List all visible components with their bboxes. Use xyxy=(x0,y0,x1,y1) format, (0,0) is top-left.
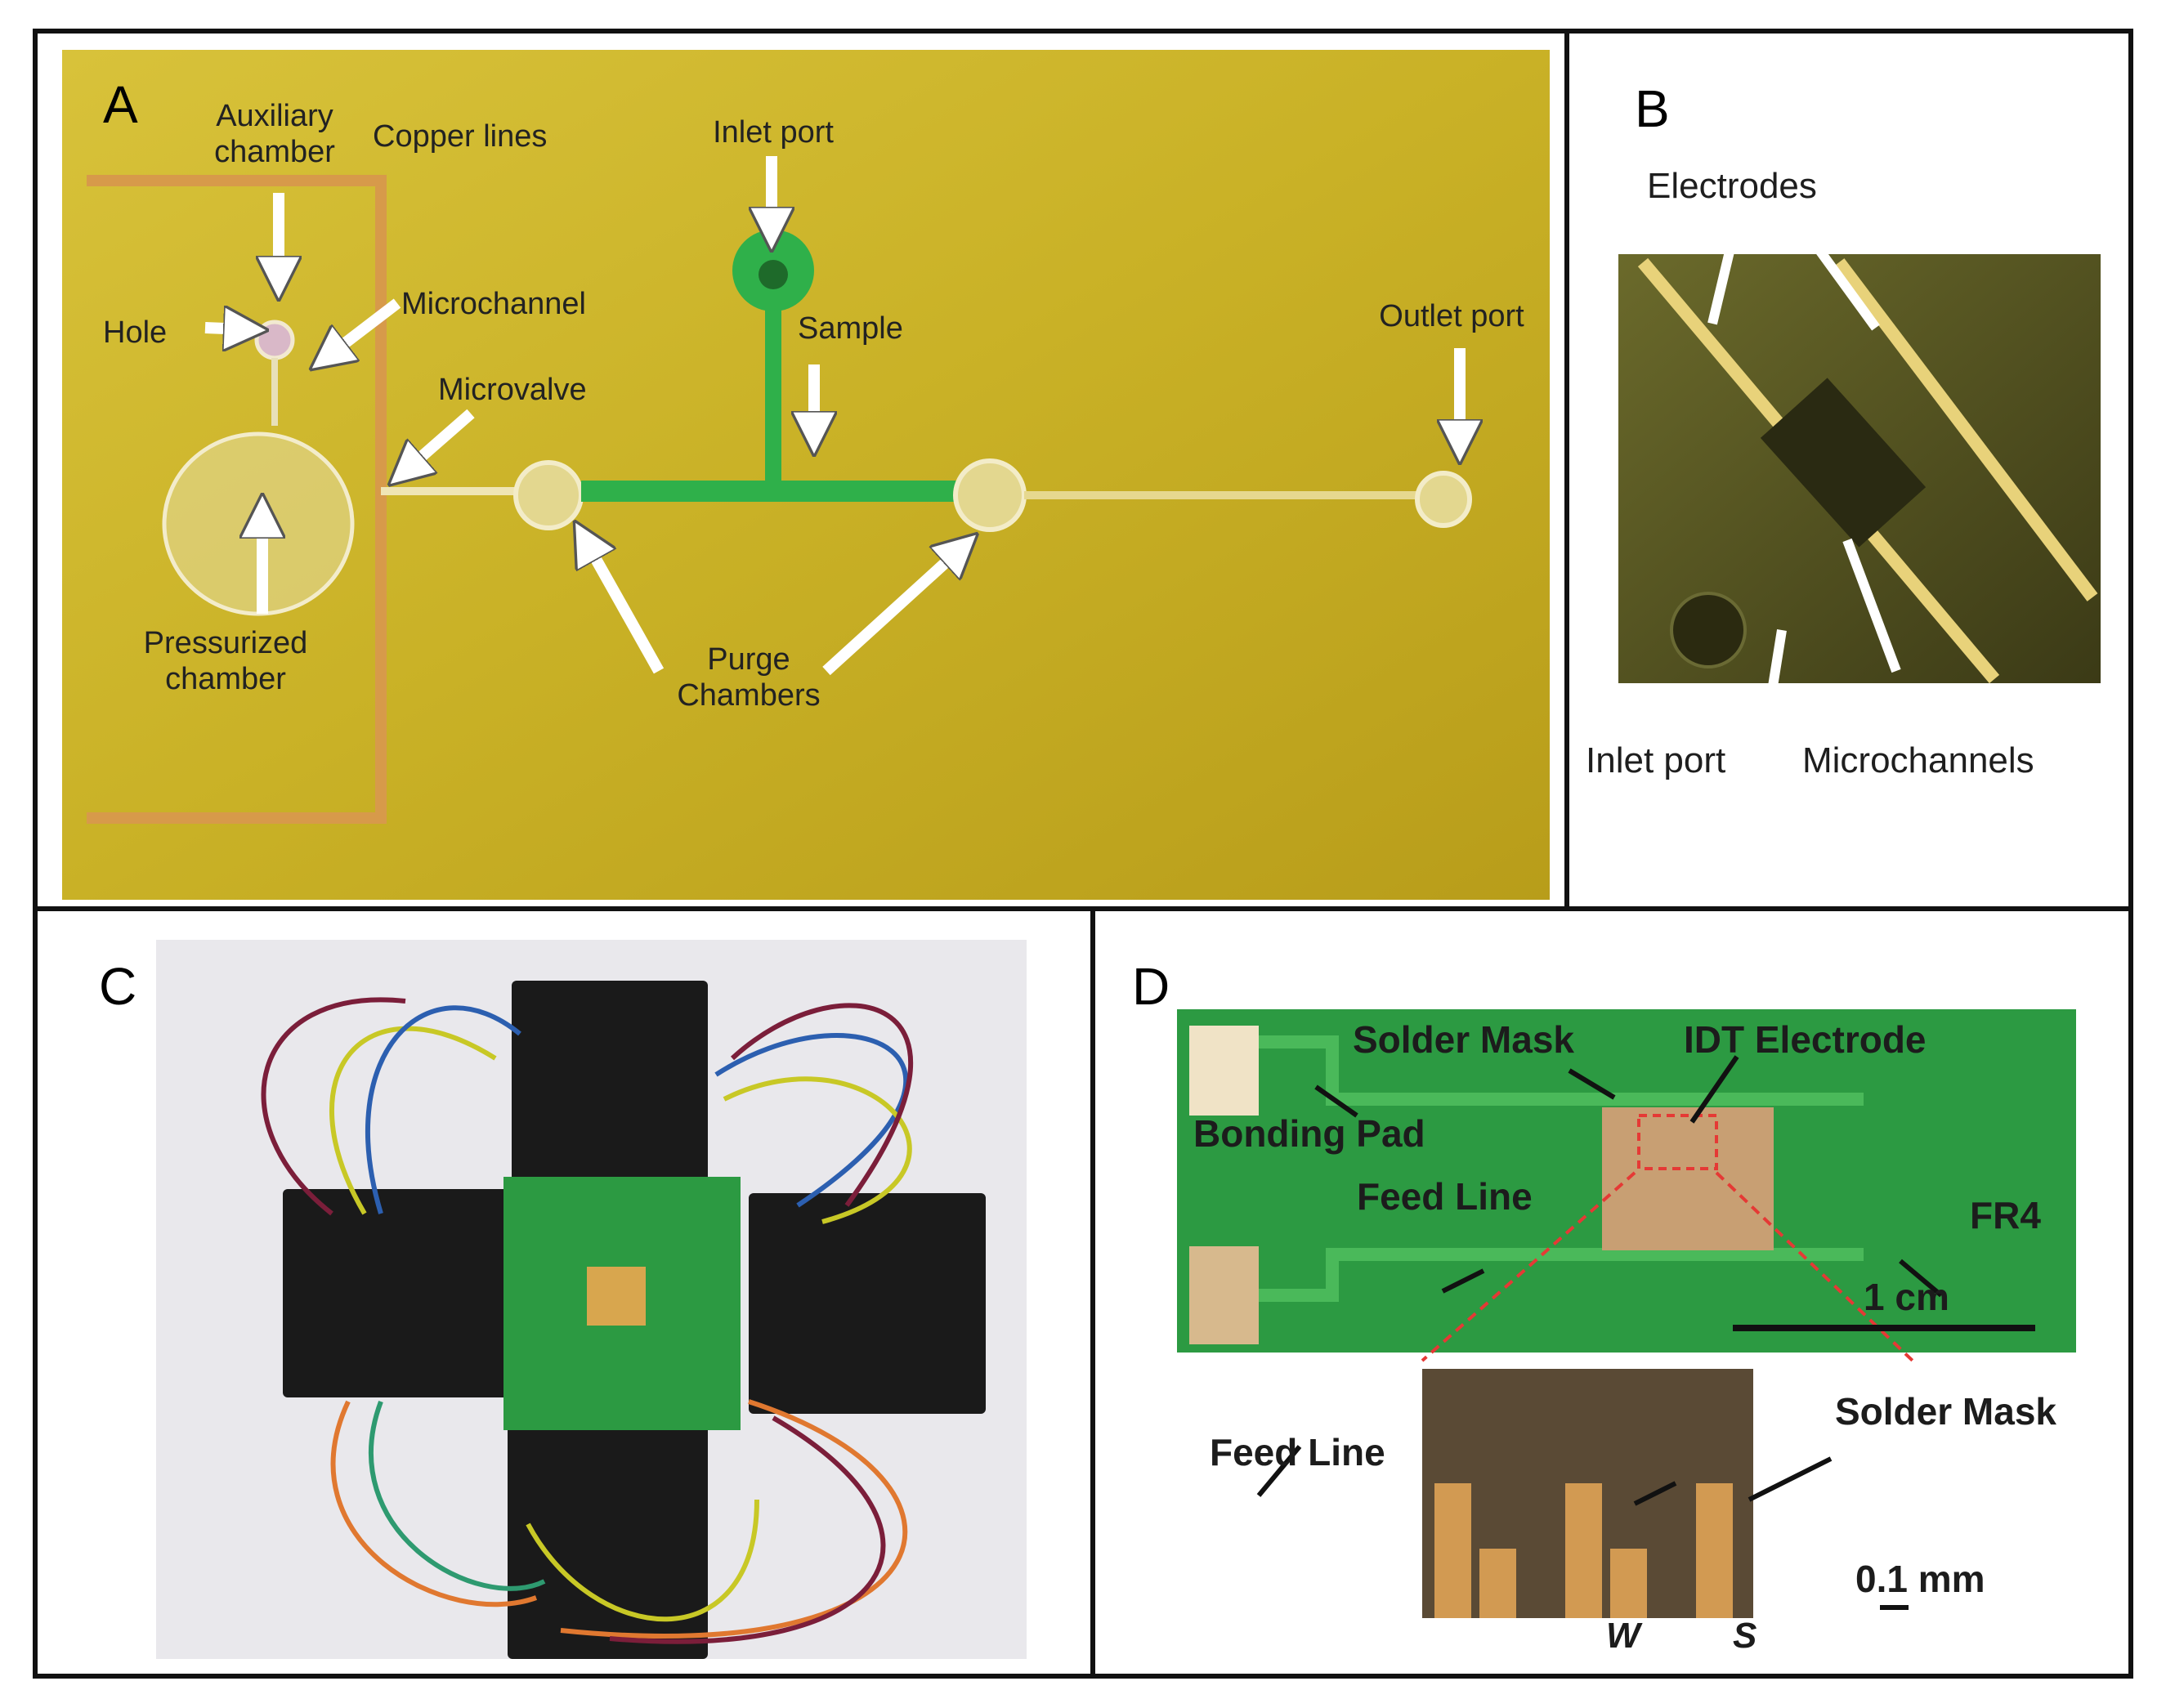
label-hole: Hole xyxy=(103,315,168,350)
panel-letter-b: B xyxy=(1635,79,1670,138)
jumper-wires xyxy=(261,997,914,1644)
zoom-box xyxy=(1637,1114,1718,1170)
inlet-port-well xyxy=(1670,592,1747,668)
idt-electrode xyxy=(1602,1107,1774,1250)
label-scale-1cm: 1 cm xyxy=(1864,1276,1949,1318)
purge-chamber-right xyxy=(953,458,1027,532)
label-inlet-port-b: Inlet port xyxy=(1586,740,1726,780)
label-sample: Sample xyxy=(798,311,903,346)
label-microchannels: Microchannels xyxy=(1802,740,2034,780)
panel-letter-c: C xyxy=(99,957,137,1016)
zoom-line-left xyxy=(1421,1171,1636,1362)
feed-line-top xyxy=(1259,1035,1864,1106)
purge-chamber-left xyxy=(513,460,584,530)
label-solder-mask-top: Solder Mask xyxy=(1353,1018,1574,1061)
zoom-line-right xyxy=(1715,1171,1914,1362)
board-left xyxy=(283,1189,536,1397)
label-copper-lines: Copper lines xyxy=(373,119,548,154)
label-idt-electrode: IDT Electrode xyxy=(1684,1018,1927,1061)
inlet-port-hole xyxy=(759,260,788,289)
label-feed-line-top: Feed Line xyxy=(1357,1175,1533,1218)
label-electrodes: Electrodes xyxy=(1647,166,1817,206)
label-fr4: FR4 xyxy=(1970,1194,2041,1236)
label-microvalve: Microvalve xyxy=(438,373,587,407)
bonding-pad-top xyxy=(1189,1026,1259,1116)
label-pressurized-chamber: Pressurized chamber xyxy=(143,626,308,696)
annotation-arrows-b xyxy=(1707,235,1901,733)
label-scale-01mm: 0.1 mm xyxy=(1855,1558,1985,1600)
label-solder-mask-bottom: Solder Mask xyxy=(1835,1390,2056,1433)
panel-c-photo xyxy=(156,940,1027,1659)
panel-a-photo xyxy=(62,50,1550,900)
panel-d: D Solder Mask IDT Electrode Bonding Pad … xyxy=(1090,906,2133,1679)
label-auxiliary-chamber: Auxiliary chamber xyxy=(214,99,335,169)
panel-a: A Auxiliary chamber Copper lines Inlet p… xyxy=(33,29,1569,911)
microchannel-array xyxy=(1760,378,1927,548)
label-bonding-pad: Bonding Pad xyxy=(1193,1112,1425,1155)
board-bottom xyxy=(508,1414,708,1659)
bonding-pad-bottom xyxy=(1189,1246,1259,1344)
annotation-arrows-d xyxy=(1256,1055,1943,1506)
label-inlet-port: Inlet port xyxy=(713,115,834,150)
label-outlet-port: Outlet port xyxy=(1379,299,1524,333)
outlet-port-disc xyxy=(1415,471,1472,528)
panel-d-photo xyxy=(1177,1009,2076,1618)
center-chip-pads xyxy=(587,1267,646,1326)
annotation-arrows-a xyxy=(204,156,1460,676)
panel-b: B Electrodes Inlet port Microchannels xyxy=(1564,29,2133,911)
label-feed-line-bottom: Feed Line xyxy=(1210,1431,1385,1473)
electrode-fingers xyxy=(1434,1483,1733,1618)
label-w: W xyxy=(1606,1616,1640,1656)
panel-c: C xyxy=(33,906,1095,1679)
feed-line-bottom xyxy=(1259,1248,1864,1302)
label-microchannel: Microchannel xyxy=(401,287,586,321)
auxiliary-chamber-hole xyxy=(254,320,295,360)
label-s: S xyxy=(1733,1616,1757,1656)
panel-letter-a: A xyxy=(103,75,138,134)
panel-letter-d: D xyxy=(1132,957,1170,1016)
label-purge-chambers: Purge Chambers xyxy=(677,642,821,713)
panel-b-photo xyxy=(1618,235,2101,733)
copper-line xyxy=(87,175,387,824)
board-right xyxy=(749,1193,986,1414)
